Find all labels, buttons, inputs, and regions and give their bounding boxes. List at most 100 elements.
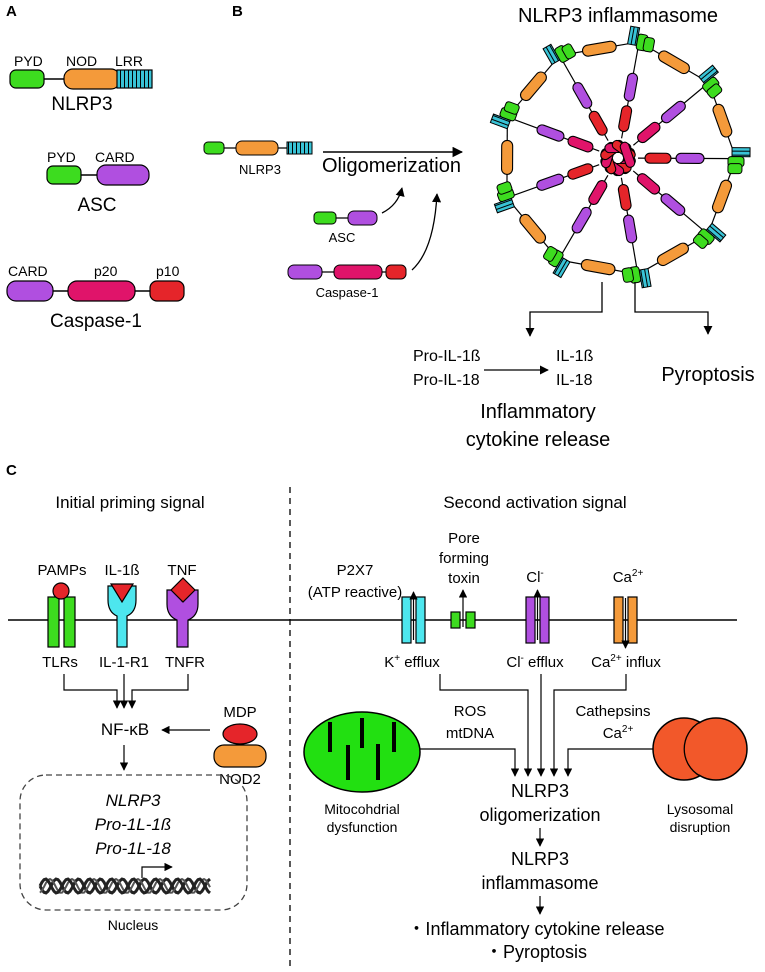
lyso-disruption-line1: Lysosomal <box>667 801 733 817</box>
oligomerization-label: Oligomerization <box>322 155 461 177</box>
small-nlrp3: NLRP3 <box>203 140 313 177</box>
caspase-domain <box>617 183 632 211</box>
ca-influx-label: Ca2+ influx <box>591 653 661 671</box>
pro-il18-label: Pro-IL-18 <box>413 372 480 389</box>
caspase-domain <box>618 105 633 133</box>
panel-b-letter: B <box>232 3 243 20</box>
card-domain <box>536 124 565 142</box>
panel-a: A PYD NOD LRR NLRP3 PYD CARD ASC CARD p2… <box>6 3 185 332</box>
oligomerization-node-line1: NLRP3 <box>511 781 569 801</box>
activation-signal-title: Second activation signal <box>443 493 626 512</box>
caspase-core <box>619 141 636 168</box>
pamps-label: PAMPs <box>38 562 87 579</box>
caspase-p20-label: p20 <box>94 263 118 279</box>
mdp-label: MDP <box>223 704 256 721</box>
nod-domain <box>501 139 514 175</box>
nlrp3-nod-domain <box>63 68 121 90</box>
nod-domain <box>580 258 616 276</box>
nlrp3-nod-label: NOD <box>66 53 97 69</box>
il18-label: IL-18 <box>556 372 593 389</box>
caspase-domain <box>588 110 608 136</box>
nfkb-label: NF-κB <box>101 720 149 739</box>
pore-toxin-line1: Pore <box>448 530 480 547</box>
nod2-label: NOD2 <box>219 771 261 788</box>
caspase-domain <box>636 173 661 195</box>
caspase1-domain-structure: CARD p20 p10 Caspase-1 <box>6 263 185 332</box>
calcium-channel <box>613 596 638 649</box>
chloride-channel <box>525 589 550 644</box>
inflammasome-title: NLRP3 inflammasome <box>518 5 718 27</box>
caspase-domain <box>637 121 661 144</box>
k-efflux-label: K+ efflux <box>384 653 440 671</box>
dna-strand <box>38 877 211 895</box>
panel-c: C Initial priming signal Second activati… <box>6 462 748 970</box>
caspase-domain <box>567 163 594 180</box>
il1r1-receptor <box>107 583 137 648</box>
tlrs-label: TLRs <box>42 654 78 671</box>
nlrp3-node <box>697 64 723 99</box>
nlrp3-node <box>627 25 655 53</box>
transcription-start-arrow <box>141 862 173 878</box>
pore-toxin-line3: toxin <box>448 570 480 587</box>
outcome-pyroptosis: ・Pyroptosis <box>485 942 587 962</box>
inflammasome-node-line2: inflammasome <box>481 873 598 893</box>
mtdna-label: mtDNA <box>446 725 494 742</box>
pro-il1b-label: Pro-IL-1ß <box>413 348 481 365</box>
il1b-ligand-label: IL-1ß <box>104 562 139 579</box>
tnfr-receptor <box>166 577 199 648</box>
mito-dysfunction-line2: dysfunction <box>327 819 398 835</box>
nlrp3-node <box>727 147 751 175</box>
nlrp3-name: NLRP3 <box>51 94 112 115</box>
nucleus-label: Nucleus <box>108 917 159 933</box>
tlr-receptor <box>47 582 76 648</box>
p2x7-channel <box>401 591 426 644</box>
nlrp3-domain-structure: PYD NOD LRR NLRP3 <box>9 53 153 115</box>
mito-dysfunction-line1: Mitocohdrial <box>324 801 399 817</box>
il1b-label: IL-1ß <box>556 348 594 365</box>
pamp-ligand <box>52 582 70 600</box>
pyroptosis-label: Pyroptosis <box>661 364 754 386</box>
nod-domain <box>656 242 689 267</box>
panel-b: B NLRP3 inflammasome NLRP3 Oligomerizati… <box>203 3 755 451</box>
caspase-domain <box>567 135 594 153</box>
card-domain <box>675 152 705 164</box>
small-asc-label: ASC <box>329 230 356 245</box>
dna-strand <box>38 877 211 895</box>
asc-pyd-domain <box>46 165 82 185</box>
asc-card-domain <box>96 164 150 186</box>
gene-pro-il18: Pro-1L-18 <box>95 839 171 858</box>
nod-domain <box>581 40 617 57</box>
small-asc: ASC <box>313 210 378 245</box>
panel-a-letter: A <box>6 3 17 20</box>
il1r1-label: IL-1-R1 <box>99 654 149 671</box>
dna-helix <box>38 877 211 895</box>
oligomerization-node-line2: oligomerization <box>479 805 600 825</box>
pore-toxin-line2: forming <box>439 550 489 567</box>
small-caspase1: Caspase-1 <box>287 264 407 300</box>
nlrp3-node <box>621 266 652 289</box>
panel-c-letter: C <box>6 462 17 479</box>
asc-card-label: CARD <box>95 149 135 165</box>
nlrp3-node <box>489 101 520 130</box>
cl-efflux-label: Cl- efflux <box>506 653 564 671</box>
caspase-p20-domain <box>67 280 136 302</box>
priming-signal-title: Initial priming signal <box>55 493 204 512</box>
ros-label: ROS <box>454 703 487 720</box>
tnf-ligand <box>170 577 196 603</box>
card-domain <box>571 206 592 234</box>
nlrp3-lrr-domain <box>116 69 153 89</box>
mdp-ligand <box>222 723 258 745</box>
cl-ion-label: Cl- <box>526 568 544 586</box>
caspase-card-domain <box>6 280 54 302</box>
inflammasome-wheel <box>489 25 751 289</box>
asc-pyd-label: PYD <box>47 149 76 165</box>
p2x7-sublabel: (ATP reactive) <box>308 584 402 601</box>
gene-nlrp3: NLRP3 <box>106 791 161 810</box>
nlrp3-pyd-domain <box>9 69 45 89</box>
pore-forming-toxin <box>450 589 476 629</box>
caspase-card-label: CARD <box>8 263 48 279</box>
inflammasome-node-line1: NLRP3 <box>511 849 569 869</box>
small-nlrp3-label: NLRP3 <box>239 162 281 177</box>
nlrp3-lrr-label: LRR <box>115 53 143 69</box>
